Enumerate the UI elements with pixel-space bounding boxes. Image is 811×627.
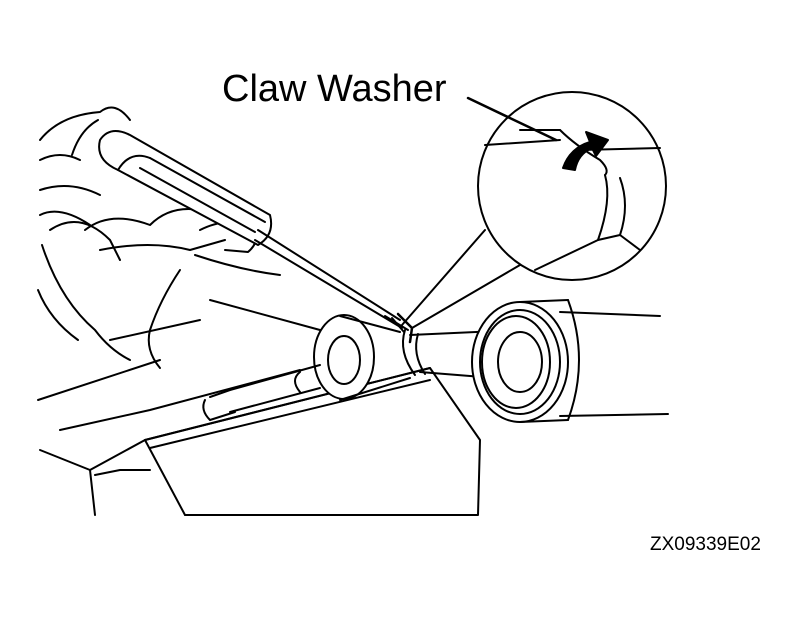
hand bbox=[38, 108, 280, 369]
callout-leader-line bbox=[468, 98, 556, 140]
inner-sleeve bbox=[203, 315, 410, 420]
bearing-ring bbox=[472, 300, 668, 422]
claw-washer-label: Claw Washer bbox=[222, 68, 447, 110]
claw-washer bbox=[392, 314, 412, 342]
figure-code: ZX09339E02 bbox=[650, 534, 761, 555]
pry-direction-arrow-icon bbox=[563, 132, 608, 170]
housing-block bbox=[38, 300, 480, 515]
screwdriver bbox=[99, 131, 408, 330]
detail-magnifier bbox=[402, 92, 666, 328]
